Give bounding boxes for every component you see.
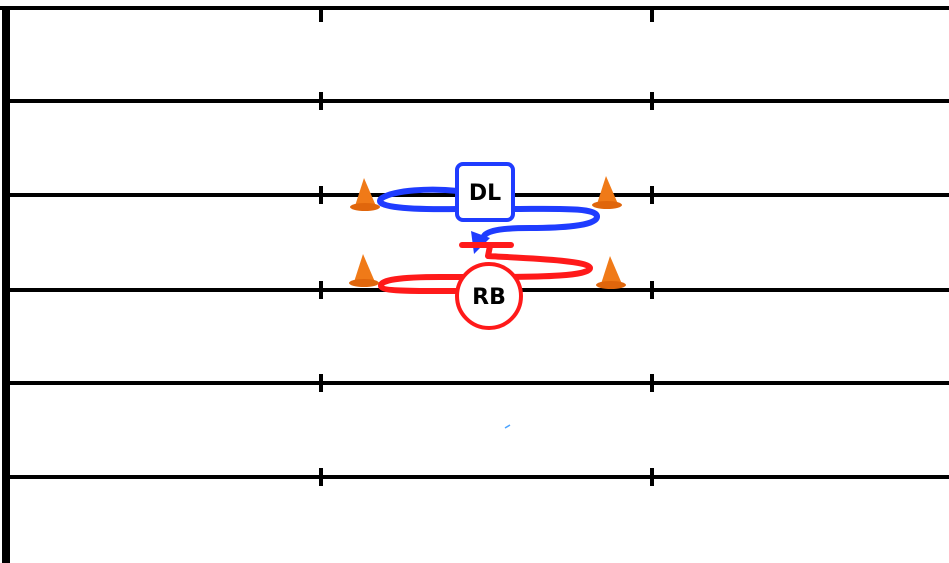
cone [350, 178, 380, 211]
ball-carrier-label: RB [472, 285, 506, 310]
defender-label: DL [469, 181, 501, 206]
cone [592, 176, 622, 209]
cone [349, 254, 379, 287]
ball-carrier-circle [455, 262, 523, 330]
defender-route [377, 186, 600, 239]
cone [596, 256, 626, 289]
stray-mark [504, 424, 511, 429]
cone-group [349, 176, 626, 289]
hash-marks [319, 8, 654, 486]
ball-carrier-player[interactable]: RB [455, 262, 523, 330]
defender-square [455, 162, 515, 222]
defender-player[interactable]: DL [455, 162, 515, 222]
